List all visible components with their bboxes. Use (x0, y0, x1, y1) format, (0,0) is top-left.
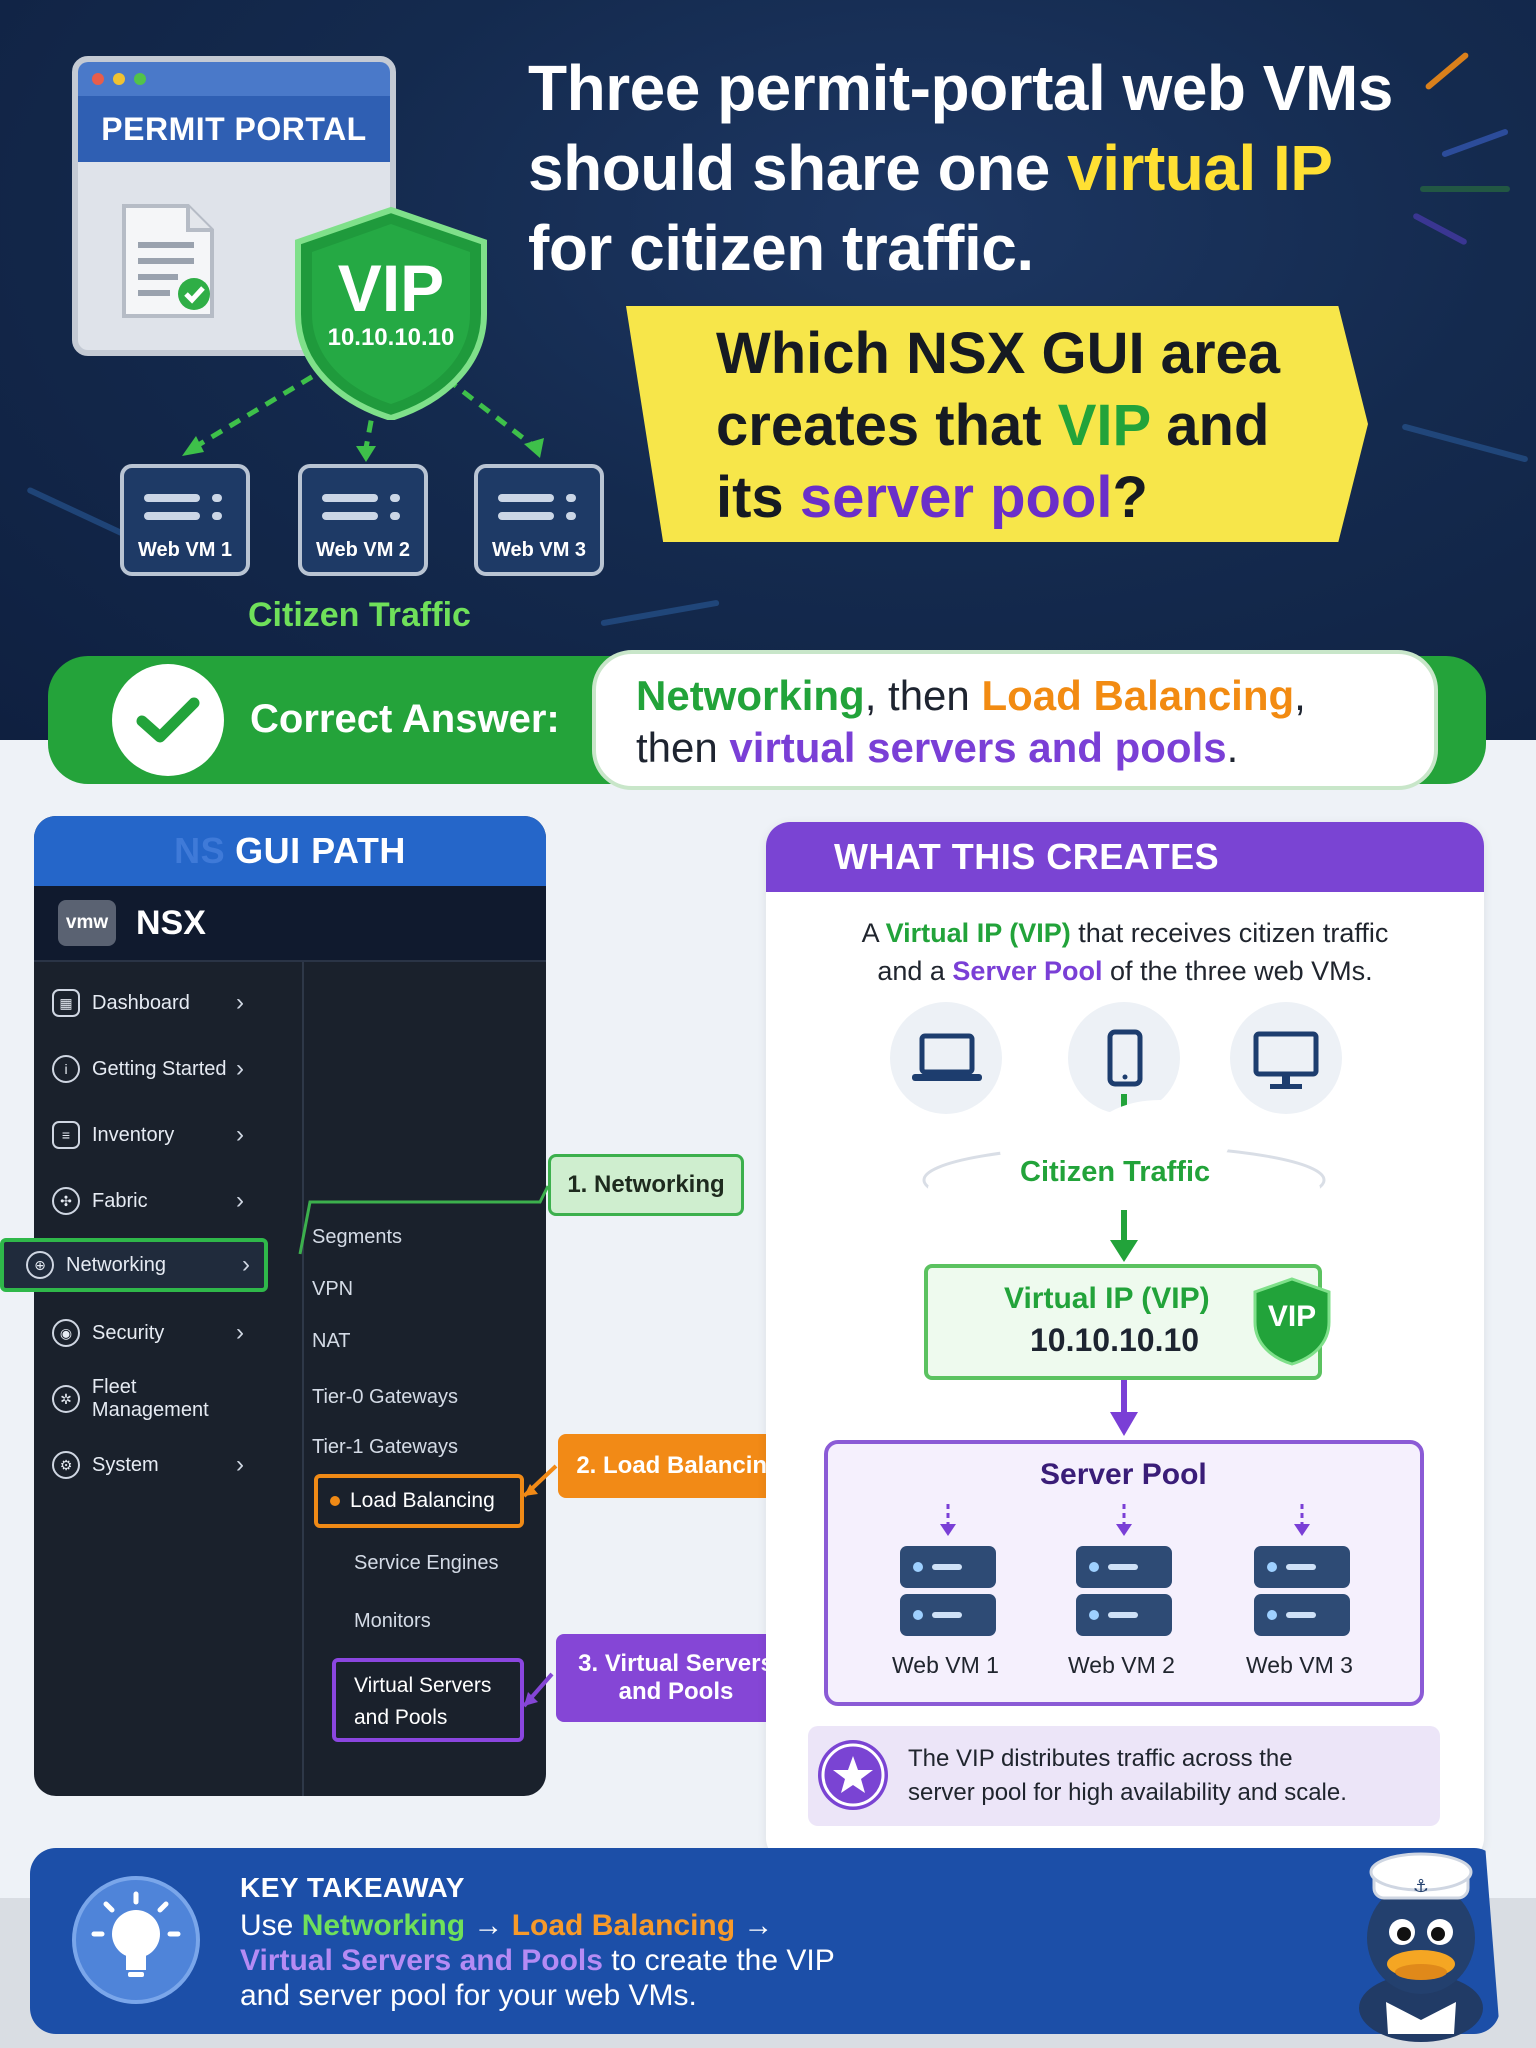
vmw-logo: vmw (58, 900, 116, 946)
web-vm-1-server: Web VM 1 (120, 464, 250, 576)
server-icon-2 (1076, 1546, 1172, 1636)
gui-connector-lines (298, 1185, 558, 1708)
web-vm-2-server: Web VM 2 (298, 464, 428, 576)
window-maximize-dot (134, 73, 146, 85)
shield-icon: ◉ (52, 1319, 80, 1347)
chevron-right-icon: › (236, 1451, 244, 1478)
nav-item-inventory[interactable]: ≡Inventory› (26, 1108, 258, 1162)
headline-line-1: Three permit-portal web VMs (528, 52, 1393, 124)
product-title: NSX (136, 903, 206, 942)
chevron-right-icon: › (236, 1055, 244, 1082)
chevron-right-icon: › (236, 1187, 244, 1214)
nav-item-fabric[interactable]: ✣Fabric› (26, 1174, 258, 1228)
chevron-right-icon: › (236, 1121, 244, 1148)
answer-text: Networking, then Load Balancing, then vi… (592, 650, 1438, 790)
window-close-dot (92, 73, 104, 85)
question-text: Which NSX GUI area creates that VIP and … (716, 321, 1281, 530)
nav-item-system[interactable]: ⚙System› (26, 1438, 258, 1492)
subnav-nat[interactable]: NAT (312, 1330, 351, 1352)
nav-item-networking[interactable]: ⊕Networking› (0, 1238, 268, 1292)
step-2-callout: 2. Load Balancing (558, 1434, 800, 1498)
chevron-right-icon: › (236, 989, 244, 1016)
nav-item-dashboard[interactable]: ▦Dashboard› (26, 976, 258, 1030)
nsx-app-bar: vmw NSX (34, 886, 546, 962)
note-text: The VIP distributes traffic across the s… (908, 1745, 1347, 1806)
correct-answer-label: Correct Answer: (250, 697, 560, 741)
subnav-load-balancing[interactable]: Load Balancing (314, 1474, 524, 1528)
creates-header: WHAT THIS CREATES (766, 822, 1484, 892)
checkmark-icon (112, 664, 224, 776)
subnav-service-engines[interactable]: Service Engines (354, 1552, 499, 1574)
note-box (808, 1726, 1440, 1826)
vip-label: VIP (337, 251, 445, 325)
fleet-icon: ✲ (52, 1385, 80, 1413)
server-icon-3 (1254, 1546, 1350, 1636)
web-vm-2-label: Web VM 2 (315, 539, 411, 561)
subnav-tier0-gateways[interactable]: Tier-0 Gateways (312, 1386, 458, 1408)
phone-icon (1107, 1029, 1143, 1087)
sailor-duck-mascot-icon: ⚓ (1359, 1852, 1483, 2042)
window-titlebar (78, 62, 390, 96)
inventory-icon: ≡ (52, 1121, 80, 1149)
server-pool-title: Server Pool (1040, 1458, 1207, 1491)
virtual-ip-title: Virtual IP (VIP) (1004, 1282, 1210, 1315)
globe-icon: ⊕ (26, 1251, 54, 1279)
vip-ip: 10.10.10.10 (327, 324, 455, 351)
question-panel (626, 306, 1368, 542)
headline-line-3: for citizen traffic. (528, 212, 1034, 284)
vip-badge-shield-icon: VIP (1252, 1276, 1332, 1366)
subnav-monitors[interactable]: Monitors (354, 1610, 431, 1632)
subnav-vpn[interactable]: VPN (312, 1278, 354, 1300)
selected-dot (330, 1496, 340, 1506)
star-icon (818, 1740, 888, 1810)
headline-highlight: virtual IP (1067, 132, 1333, 204)
monitor-icon (1253, 1031, 1319, 1089)
headline-line-2: should share one virtual IP (528, 132, 1333, 204)
chevron-right-icon: › (242, 1251, 250, 1278)
document-check-icon (122, 204, 214, 318)
server-pool-servers (900, 1504, 1350, 1636)
pool-vm-3-label: Web VM 3 (1246, 1652, 1353, 1678)
creates-description: A Virtual IP (VIP) that receives citizen… (861, 918, 1389, 986)
virtual-ip-address: 10.10.10.10 (1030, 1322, 1200, 1358)
step-1-callout: 1. Networking (548, 1154, 744, 1216)
virtual-ip-box (924, 1264, 1322, 1380)
svg-text:⚓: ⚓ (1413, 1876, 1429, 1897)
info-icon: i (52, 1055, 80, 1083)
subnav-tier1-gateways[interactable]: Tier-1 Gateways (312, 1436, 458, 1458)
server-icon-1 (900, 1546, 996, 1636)
cloud-citizen-traffic-label: Citizen Traffic (1020, 1156, 1211, 1188)
subnav-segments[interactable]: Segments (312, 1226, 403, 1248)
nav-item-fleet-management[interactable]: ✲Fleet Management (26, 1372, 258, 1426)
gear-icon: ⚙ (52, 1451, 80, 1479)
window-minimize-dot (113, 73, 125, 85)
vip-shield-icon: VIP 10.10.10.10 (292, 206, 490, 422)
pool-vm-1-label: Web VM 1 (892, 1652, 999, 1678)
fabric-icon: ✣ (52, 1187, 80, 1215)
web-vm-1-label: Web VM 1 (137, 539, 233, 561)
citizen-traffic-label: Citizen Traffic (248, 596, 471, 634)
chevron-right-icon: › (236, 1319, 244, 1346)
takeaway-title: KEY TAKEAWAY (240, 1872, 465, 1903)
web-vm-3-server: Web VM 3 (474, 464, 604, 576)
lightbulb-icon (72, 1876, 200, 2004)
nav-item-security[interactable]: ◉Security› (26, 1306, 258, 1360)
cloud-icon (922, 1100, 1326, 1218)
pool-vm-2-label: Web VM 2 (1068, 1652, 1175, 1678)
headline: Three permit-portal web VMs should share… (528, 48, 1428, 288)
takeaway-text: Use Networking → Load Balancing → Virtua… (240, 1909, 835, 2012)
traffic-flow-diagram (890, 1002, 1342, 1436)
web-vm-3-label: Web VM 3 (491, 539, 587, 561)
portal-title: PERMIT PORTAL (78, 96, 390, 162)
laptop-icon (912, 1033, 982, 1081)
dashboard-icon: ▦ (52, 989, 80, 1017)
key-takeaway-banner (30, 1848, 1500, 2034)
